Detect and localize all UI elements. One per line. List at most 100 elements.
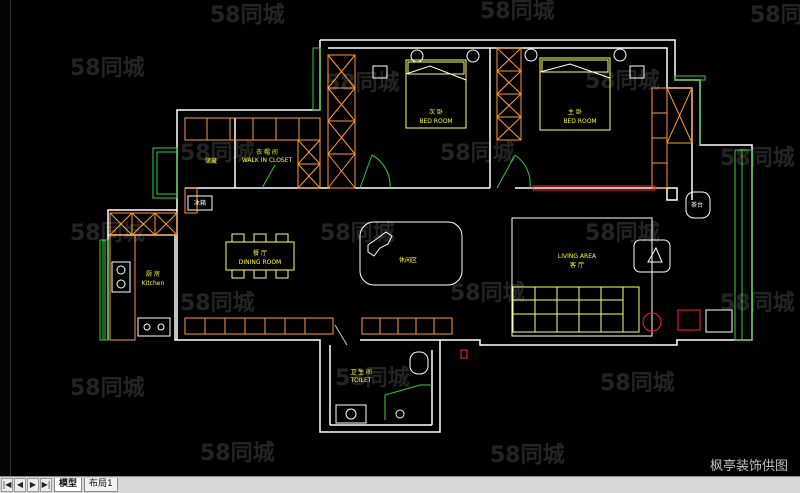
sofa <box>512 286 624 333</box>
window-left-bay-inner <box>156 151 178 195</box>
kitchen-sink-drain-2 <box>157 323 165 331</box>
tab-layout1[interactable]: 布局1 <box>84 478 118 492</box>
furniture <box>111 48 733 424</box>
lamp-master-left <box>524 48 538 62</box>
watermark: 58同城 <box>320 220 395 246</box>
balcony-sink <box>705 309 733 333</box>
label-closet-en: WALK IN CLOSET <box>242 157 293 164</box>
watermark: 58同城 <box>600 370 675 396</box>
nav-next-button[interactable]: ▶ <box>27 478 39 492</box>
door-second-bedroom <box>359 154 391 189</box>
label-master-bedroom-cn: 主 卧 <box>568 108 582 116</box>
walls <box>107 39 753 433</box>
watermark: 58同城 <box>585 68 660 94</box>
stove-burner-1 <box>116 265 126 275</box>
cabinets <box>109 47 693 341</box>
label-storage: 储藏 <box>205 157 217 165</box>
tea-table <box>685 191 711 219</box>
toilet-seat <box>409 351 429 375</box>
label-toilet-cn: 卫 生 间 <box>350 368 372 376</box>
left-ruler <box>0 0 11 476</box>
lounge-rug-animal <box>367 231 393 257</box>
label-tea-table: 茶台 <box>691 201 703 209</box>
lamp-second-left <box>410 49 424 63</box>
kitchen-stove <box>111 261 131 293</box>
door-toilet <box>384 384 432 420</box>
storage-shelf <box>184 187 198 214</box>
label-master-bedroom-en: BED ROOM <box>563 118 596 125</box>
label-dining-cn: 餐 厅 <box>253 249 267 257</box>
tv-stand <box>532 185 656 191</box>
watermarks: 58同城 58同城 58同城 58同城 58同城 58同城 58同城 58同城 … <box>70 0 800 468</box>
room-labels: 次 卧 BED ROOM 主 卧 BED ROOM 衣 帽 间 WALK IN … <box>142 108 703 384</box>
window-living-right <box>734 149 753 341</box>
bed-master-pillow <box>541 59 609 73</box>
nav-prev-button[interactable]: ◀ <box>14 478 26 492</box>
lamp-master-right <box>613 48 627 62</box>
entry-marker <box>460 349 468 359</box>
watermark: 58同城 <box>720 145 795 171</box>
balcony-washer <box>642 312 662 332</box>
window-top-right <box>674 75 706 81</box>
nav-last-button[interactable]: ▶| <box>40 478 52 492</box>
watermark: 58同城 <box>70 220 145 246</box>
desk-second-bedroom <box>372 65 388 79</box>
label-toilet-en: TOILET <box>350 377 372 384</box>
kitchen-sink <box>137 317 171 337</box>
label-kitchen-cn: 厨 房 <box>146 270 160 278</box>
watermark: 58同城 <box>70 55 145 81</box>
label-closet-cn: 衣 帽 间 <box>256 148 278 156</box>
watermark: 58同城 <box>210 2 285 28</box>
label-fridge: 冰箱 <box>194 199 206 207</box>
lounge-mat <box>359 221 463 286</box>
label-living-en: LIVING AREA <box>558 253 597 260</box>
window-kitchen-inner <box>102 239 106 341</box>
door-closet <box>261 164 276 189</box>
watermark: 58同城 <box>720 290 795 316</box>
bed-master-bedroom <box>539 57 611 131</box>
watermark: 58同城 <box>585 220 660 246</box>
image-credit: 枫亭装饰供图 <box>709 459 788 474</box>
armchair <box>633 239 671 273</box>
label-second-bedroom-cn: 次 卧 <box>429 108 443 116</box>
door-master-bedroom <box>496 154 531 189</box>
fridge-box <box>187 195 213 211</box>
watermark: 58同城 <box>490 442 565 468</box>
watermark: 58同城 <box>440 140 515 166</box>
watermark: 58同城 <box>180 140 255 166</box>
label-lounge: 休闲区 <box>399 256 417 264</box>
door-dining <box>334 324 348 346</box>
lamp-second-right <box>466 49 480 63</box>
armchair-detail <box>647 246 663 263</box>
bed-second-bedroom <box>405 59 467 129</box>
living-area-outline <box>511 217 653 337</box>
bed-second-sheet <box>405 65 467 81</box>
watermark: 58同城 <box>450 280 525 306</box>
layout-tab-bar: |◀ ◀ ▶ ▶| 模型 布局1 <box>0 476 800 493</box>
nav-first-button[interactable]: |◀ <box>1 478 13 492</box>
watermark: 58同城 <box>200 440 275 466</box>
dining-chair-1 <box>231 233 245 243</box>
toilet-floor-drain <box>395 409 405 419</box>
dining-chair-2 <box>253 233 267 243</box>
watermark: 58同城 <box>325 70 400 96</box>
stove-burner-2 <box>116 279 126 289</box>
label-dining-en: DINING ROOM <box>239 259 281 266</box>
watermark: 58同城 <box>180 290 255 316</box>
cabinet-lounge-bottom <box>361 317 453 335</box>
cabinet-dining-bottom <box>184 317 334 335</box>
toilet-vanity-sink <box>345 408 357 420</box>
label-kitchen-en: Kitchen <box>142 280 165 287</box>
watermark: 58同城 <box>480 0 555 24</box>
toilet-vanity <box>335 404 367 424</box>
watermark: 58同城 <box>70 375 145 401</box>
doors <box>261 154 531 420</box>
label-living-cn: 客 厅 <box>570 261 584 269</box>
window-top-left <box>312 47 321 111</box>
dining-chair-5 <box>253 269 267 279</box>
cad-drawing-canvas[interactable]: 次 卧 BED ROOM 主 卧 BED ROOM 衣 帽 间 WALK IN … <box>0 0 800 476</box>
watermark: 58同城 <box>335 365 410 391</box>
cabinet-bay-right <box>666 87 693 144</box>
tab-model[interactable]: 模型 <box>54 478 83 492</box>
balcony-red-fixture <box>677 309 701 331</box>
